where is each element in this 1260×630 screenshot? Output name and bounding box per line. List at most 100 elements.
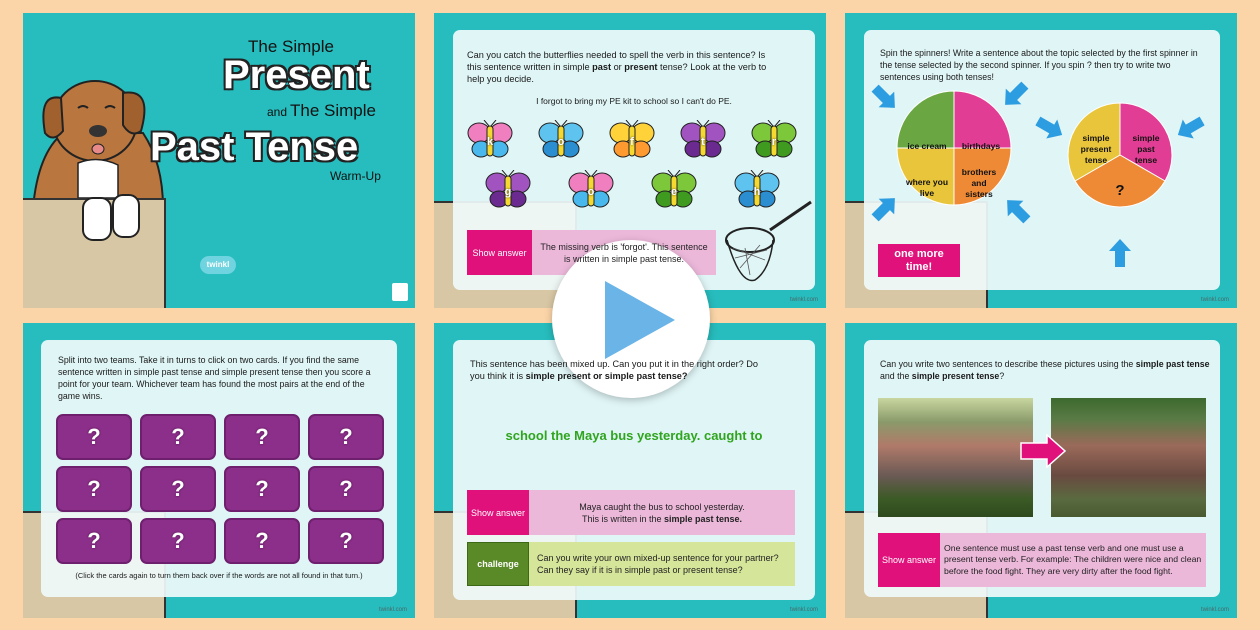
butterfly-letter: h [753, 186, 761, 198]
footer-mark: twinkl.com [1200, 607, 1229, 613]
butterfly-5[interactable]: g [485, 169, 531, 210]
butterfly-3[interactable]: t [680, 119, 726, 160]
butterfly-icon [751, 119, 797, 158]
butterfly-1[interactable]: o [538, 119, 584, 160]
label-birthdays: birthdays [962, 141, 1001, 151]
title-past-tense: Past Tense [150, 125, 359, 169]
segment-ice-cream [896, 90, 955, 149]
arrow-icon [867, 80, 903, 116]
butterfly-icon [680, 119, 726, 158]
title-line1: The Simple [248, 37, 334, 56]
footer-note: (Click the cards again to turn them back… [75, 571, 363, 580]
instructions: Can you catch the butterflies needed to … [467, 50, 767, 84]
memory-card[interactable]: ? [224, 414, 300, 460]
arrow-icon [1172, 111, 1208, 145]
slide-card: Split into two teams. Take it in turns t… [41, 340, 397, 597]
label-past: past [1137, 144, 1155, 154]
label-brothers: brothers [962, 167, 997, 177]
butterfly-icon [568, 169, 614, 208]
segment-simple-past [1119, 102, 1173, 182]
footer-mark: twinkl.com [1200, 297, 1229, 303]
segment-question [1074, 154, 1166, 208]
label-simple: simple [1133, 133, 1160, 143]
butterfly-4[interactable]: r [751, 119, 797, 160]
arrow-right-icon [1020, 434, 1067, 468]
slide-pictures[interactable]: Can you write two sentences to describe … [845, 323, 1237, 618]
slide-butterflies[interactable]: Can you catch the butterflies needed to … [434, 13, 826, 308]
arrow-icon [997, 77, 1033, 113]
butterfly-icon [485, 169, 531, 208]
butterfly-icon [609, 119, 655, 158]
butterfly-letter: f [630, 136, 634, 148]
butterfly-icon [651, 169, 697, 208]
memory-card[interactable]: ? [56, 414, 132, 460]
segment-simple-present [1067, 102, 1121, 182]
label-ice-cream: ice cream [907, 141, 947, 151]
spinners: ice cream birthdays where you live broth… [867, 77, 1208, 267]
butterfly-7[interactable]: e [651, 169, 697, 210]
photo-after [1051, 398, 1206, 517]
label-sisters: sisters [965, 189, 993, 199]
butterfly-8[interactable]: h [734, 169, 780, 210]
memory-card[interactable]: ? [56, 518, 132, 564]
memory-card[interactable]: ? [308, 466, 384, 512]
memory-card[interactable]: ? [224, 518, 300, 564]
title-present: Present [223, 53, 370, 97]
footer-mark: twinkl.com [378, 607, 407, 613]
butterfly-net-icon [725, 200, 812, 282]
slide-mixed-sentence[interactable]: This sentence has been mixed up. Can you… [434, 323, 826, 618]
butterfly-letter: g [504, 186, 512, 198]
play-icon [605, 281, 675, 359]
butterfly-letter: e [670, 186, 678, 198]
memory-card[interactable]: ? [308, 518, 384, 564]
memory-card[interactable]: ? [308, 414, 384, 460]
butterfly-6[interactable]: o [568, 169, 614, 210]
jumbled-sentence: school the Maya bus yesterday. caught to [505, 428, 763, 443]
instructions: Split into two teams. Take it in turns t… [58, 355, 371, 401]
butterfly-letter: k [486, 136, 494, 148]
segment-birthdays [953, 90, 1012, 149]
twinkl-logo: twinkl [200, 256, 236, 274]
butterfly-0[interactable]: k [467, 119, 513, 160]
title-and: and [267, 105, 288, 119]
dog-illustration [31, 80, 165, 209]
label-present: present [1081, 144, 1112, 154]
label-question: ? [1115, 182, 1124, 199]
title-line3: The Simple [290, 101, 376, 120]
spinner-topics[interactable] [896, 90, 1012, 206]
slide-memory-game[interactable]: Split into two teams. Take it in turns t… [23, 323, 415, 618]
spinner-tenses[interactable] [1067, 102, 1173, 208]
dog-paws [82, 194, 140, 241]
segment-siblings [953, 147, 1012, 206]
arrow-icon [867, 190, 903, 226]
instructions: Can you write two sentences to describe … [880, 359, 1210, 381]
butterfly-icon [734, 169, 780, 208]
memory-card[interactable]: ? [140, 414, 216, 460]
butterfly-2[interactable]: f [609, 119, 655, 160]
arrow-icon [999, 192, 1035, 228]
arrow-icon [1032, 111, 1068, 145]
answer-text: The missing verb is 'forgot'. This sente… [540, 241, 708, 264]
memory-card[interactable]: ? [56, 466, 132, 512]
butterfly-icon [538, 119, 584, 158]
slide-title[interactable]: The Simple Present and The Simple Past T… [23, 13, 415, 308]
sentence: I forgot to bring my PE kit to school so… [536, 96, 732, 106]
show-answer-button[interactable]: Show answer [467, 230, 532, 275]
label-tense: tense [1135, 155, 1157, 165]
butterfly-letter: o [587, 186, 595, 198]
answer-text: Maya caught the bus to school yesterday.… [529, 490, 795, 535]
segment-where-you-live [896, 147, 955, 206]
memory-card[interactable]: ? [140, 518, 216, 564]
butterfly-letter: r [771, 136, 777, 148]
challenge-button[interactable]: challenge [467, 542, 529, 586]
slide-spinners[interactable]: Spin the spinners! Write a sentence abou… [845, 13, 1237, 308]
badge-icon [392, 283, 408, 301]
show-answer-button[interactable]: Show answer [878, 533, 940, 587]
memory-card[interactable]: ? [224, 466, 300, 512]
show-answer-button[interactable]: Show answer [467, 490, 529, 535]
memory-card[interactable]: ? [140, 466, 216, 512]
title-warmup: Warm-Up [330, 169, 381, 183]
play-button[interactable] [552, 240, 710, 398]
butterfly-letter: o [557, 136, 565, 148]
